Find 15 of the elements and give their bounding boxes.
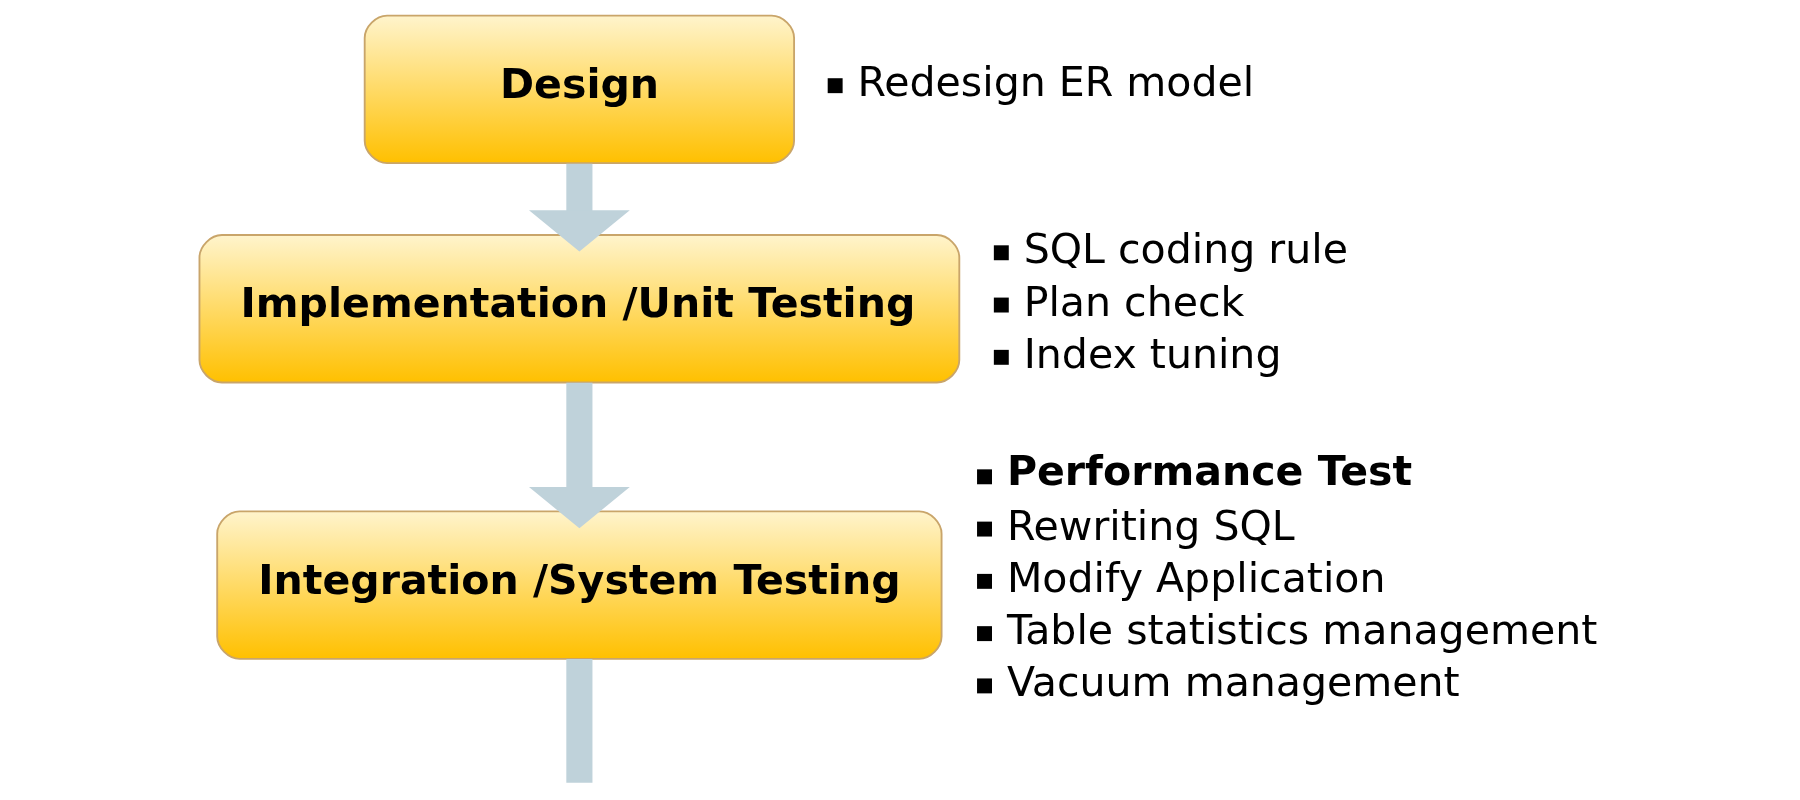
connector [565, 659, 592, 783]
node-box: Implementation /Unit Testing [198, 234, 960, 384]
node-label: Redesign ER model [857, 58, 1254, 107]
arrow [528, 163, 630, 252]
node-box: Design [363, 14, 795, 165]
node-label: Performance Test [1006, 447, 1412, 496]
node-label: Index tuning [1023, 329, 1281, 378]
node-label: Plan check [1023, 277, 1244, 326]
node-label: SQL coding rule [1023, 225, 1348, 274]
node-label: Modify Application [1006, 553, 1385, 602]
node-label: Rewriting SQL [1006, 501, 1295, 550]
node-label: Table statistics management [1006, 606, 1597, 655]
node-box: Integration /System Testing [215, 510, 942, 660]
node-label: Vacuum management [1006, 658, 1460, 707]
arrow [528, 382, 630, 529]
